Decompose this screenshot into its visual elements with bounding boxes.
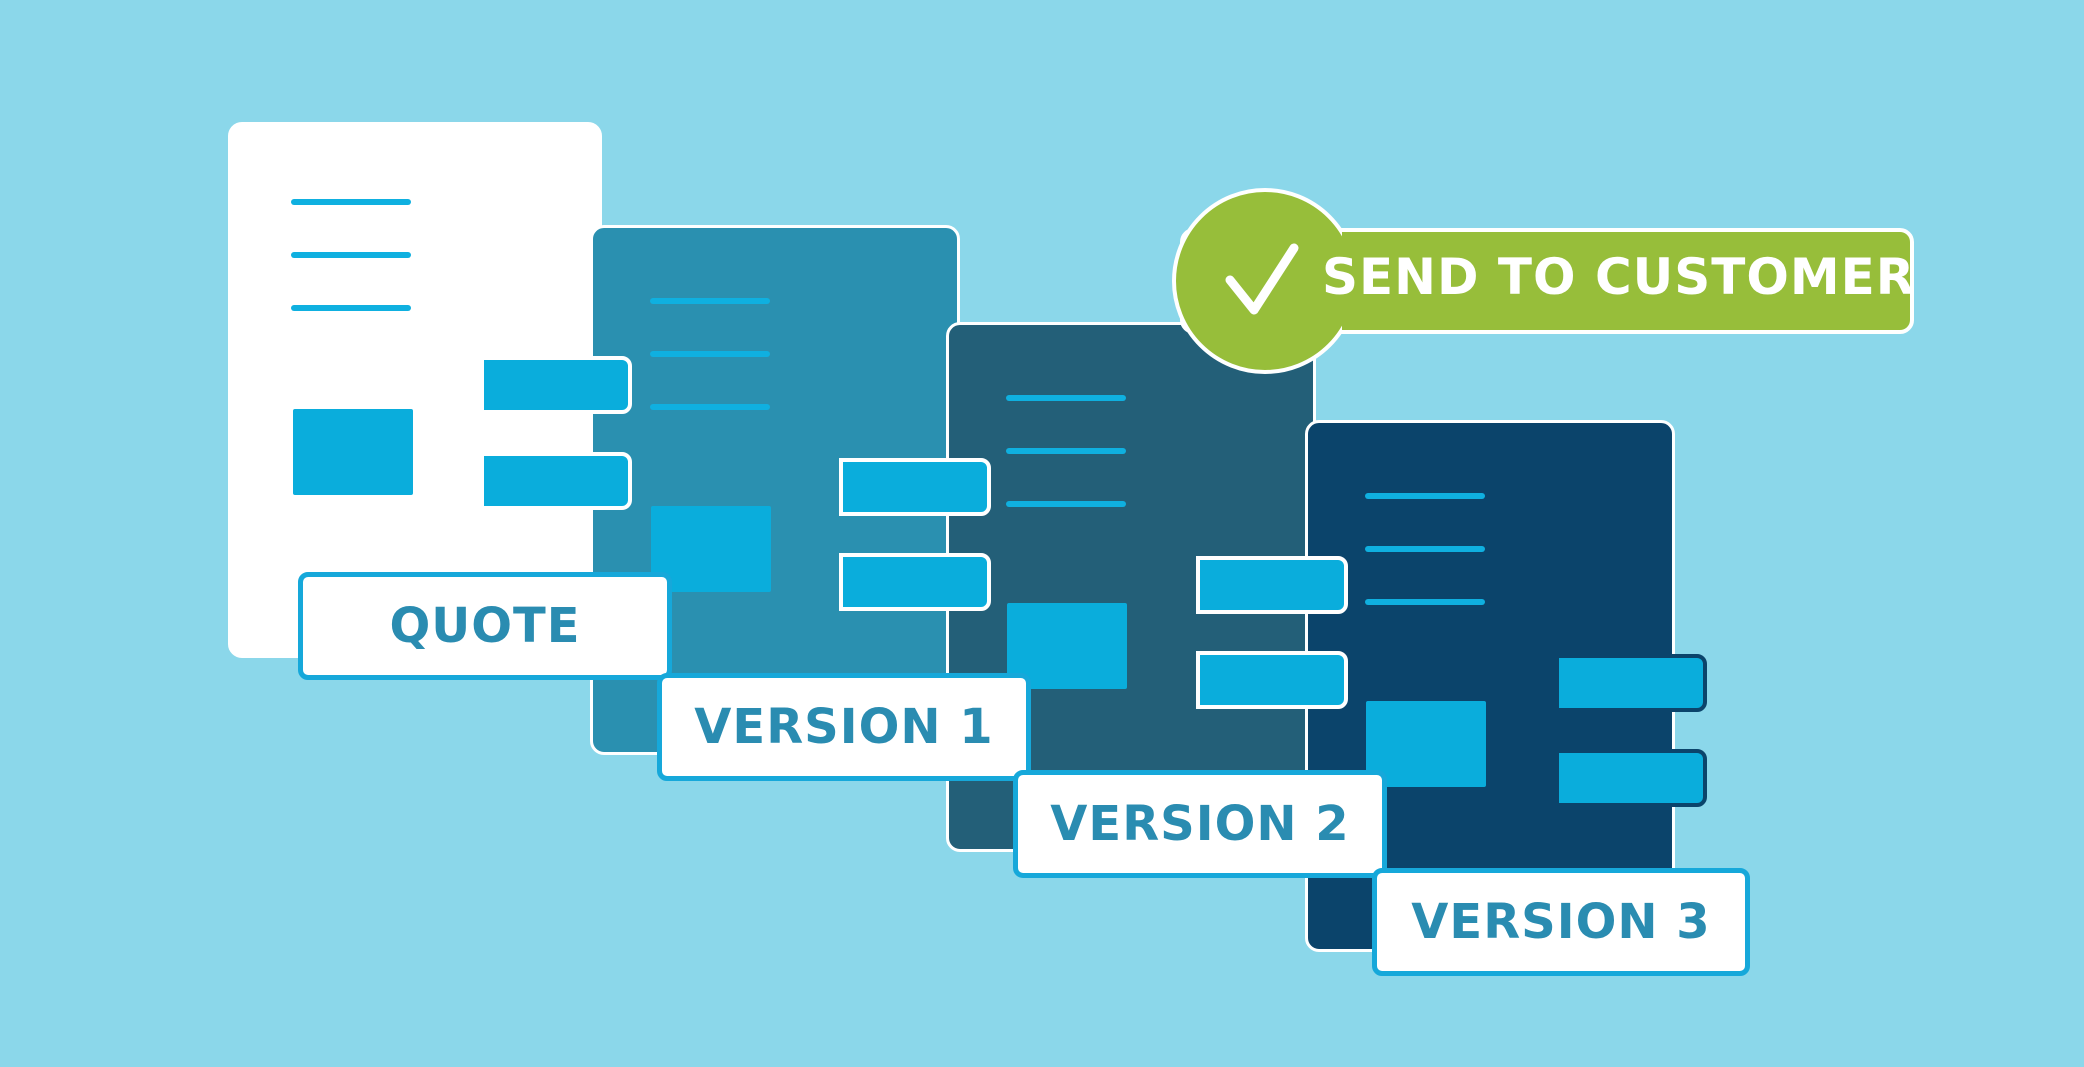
text-line xyxy=(291,252,411,258)
quote-tag-label: QUOTE xyxy=(389,598,581,654)
version-3-tag: VERSION 3 xyxy=(1372,868,1750,976)
checkmark-icon xyxy=(1225,243,1299,315)
text-line xyxy=(650,351,770,357)
text-line xyxy=(1365,546,1485,552)
text-line xyxy=(1006,395,1126,401)
version-3-tag-label: VERSION 3 xyxy=(1411,894,1711,950)
text-line xyxy=(291,305,411,311)
form-field xyxy=(1555,749,1707,807)
form-field xyxy=(1196,651,1348,709)
image-block xyxy=(1366,701,1486,787)
form-field xyxy=(480,452,632,510)
text-line xyxy=(1365,493,1485,499)
form-field xyxy=(1555,654,1707,712)
form-field xyxy=(480,356,632,414)
text-line xyxy=(1365,599,1485,605)
version-1-tag: VERSION 1 xyxy=(657,673,1031,781)
text-line xyxy=(291,199,411,205)
image-block xyxy=(293,409,413,495)
text-line xyxy=(1006,448,1126,454)
send-to-customer-label: SEND TO CUSTOMER xyxy=(1322,248,1916,306)
quote-tag: QUOTE xyxy=(298,572,672,680)
text-line xyxy=(650,298,770,304)
form-field xyxy=(839,553,991,611)
version-2-tag: VERSION 2 xyxy=(1013,770,1387,878)
version-2-tag-label: VERSION 2 xyxy=(1050,796,1350,852)
text-line xyxy=(650,404,770,410)
version-1-tag-label: VERSION 1 xyxy=(694,699,994,755)
text-line xyxy=(1006,501,1126,507)
form-field xyxy=(839,458,991,516)
form-field xyxy=(1196,556,1348,614)
